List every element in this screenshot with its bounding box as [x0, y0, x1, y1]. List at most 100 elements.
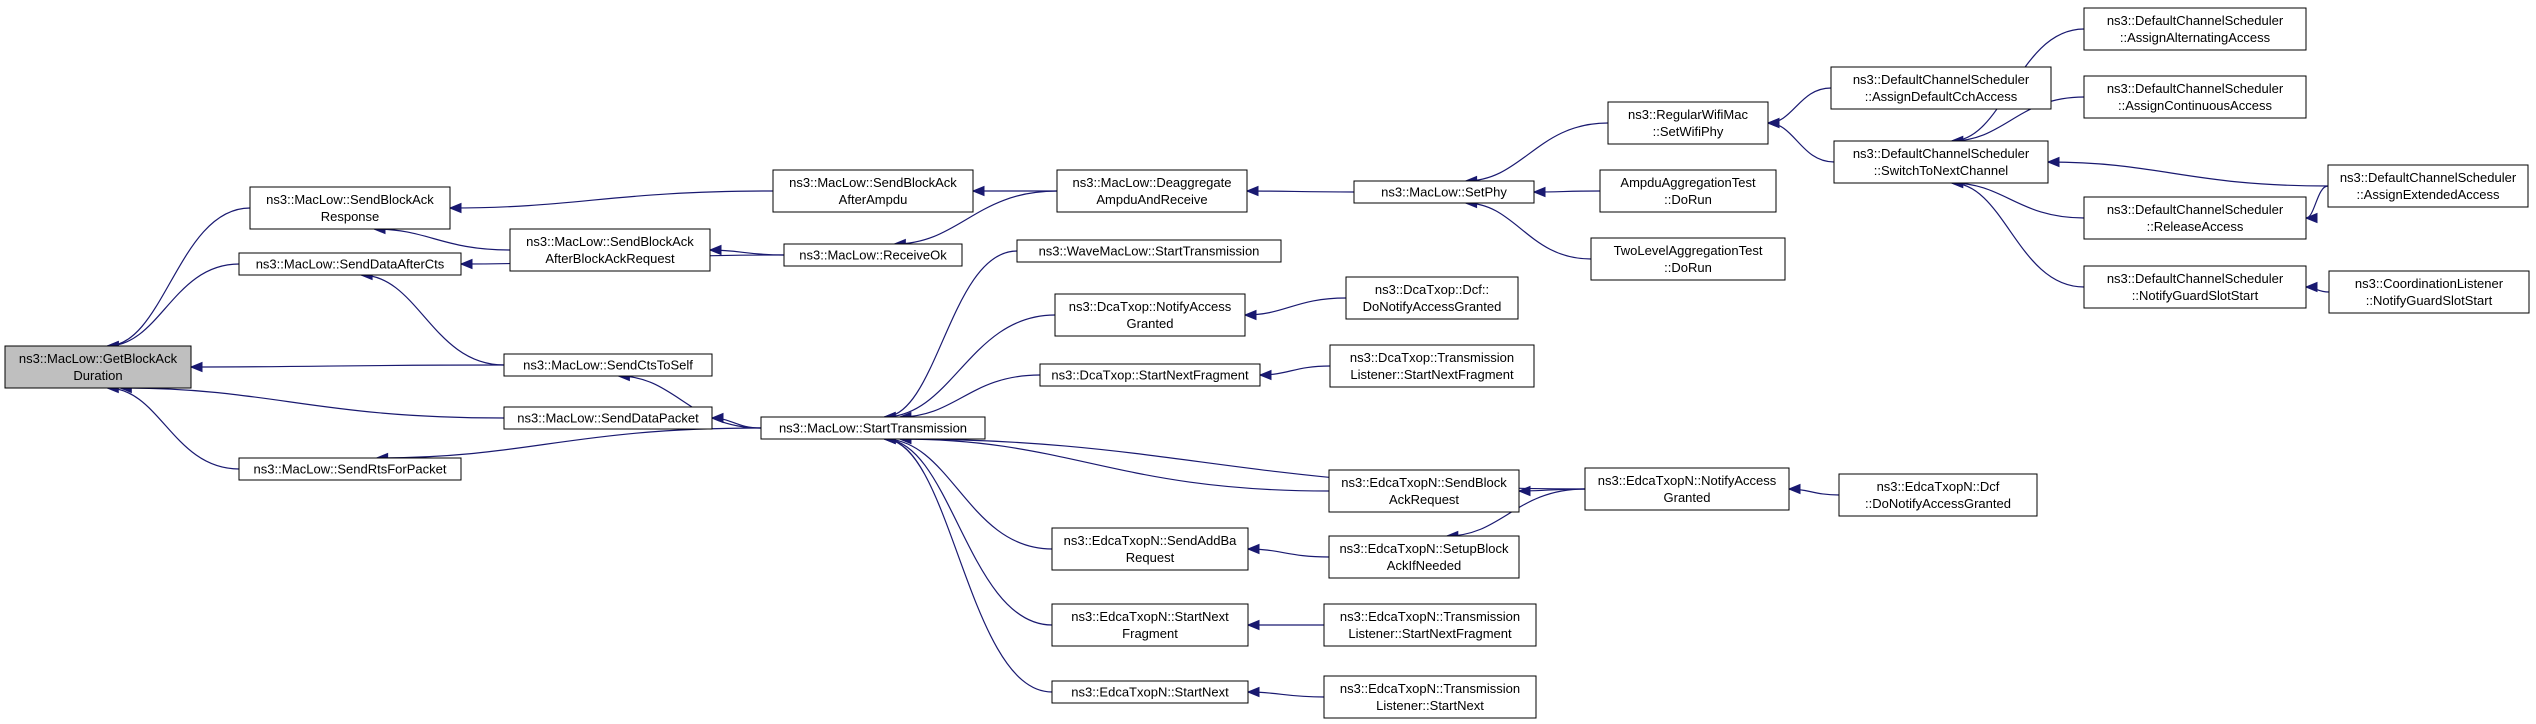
- node-box[interactable]: [1323, 603, 1537, 647]
- node-box[interactable]: [2083, 7, 2307, 51]
- edge-n15-to-n12: [1767, 87, 1832, 124]
- node-label: Granted: [1664, 490, 1711, 505]
- arrowhead-n20-to-n16: [2046, 156, 2060, 168]
- node-label: ns3::MacLow::SendBlockAck: [789, 175, 957, 190]
- node-n24[interactable]: ns3::DcaTxop::NotifyAccessGranted: [1054, 293, 1246, 337]
- node-box[interactable]: [1054, 293, 1246, 337]
- edge-n24-to-n9: [884, 314, 1056, 418]
- node-label: ::NotifyGuardSlotStart: [2366, 293, 2493, 308]
- node-box[interactable]: [4, 345, 192, 389]
- node-n19[interactable]: ns3::DefaultChannelScheduler::ReleaseAcc…: [2083, 196, 2307, 240]
- node-box[interactable]: [1329, 344, 1535, 388]
- node-n7[interactable]: ns3::MacLow::SendBlockAckAfterBlockAckRe…: [509, 228, 711, 272]
- node-label: ::SwitchToNextChannel: [1874, 163, 2009, 178]
- node-n27[interactable]: ns3::DcaTxop::TransmissionListener::Star…: [1329, 344, 1535, 388]
- node-box[interactable]: [2083, 196, 2307, 240]
- node-label: ::SetWifiPhy: [1653, 124, 1724, 139]
- node-n12[interactable]: ns3::RegularWifiMac::SetWifiPhy: [1607, 101, 1769, 145]
- node-n20[interactable]: ns3::DefaultChannelScheduler::AssignExte…: [2327, 164, 2529, 208]
- node-box[interactable]: [2083, 265, 2307, 309]
- node-label: ::DoRun: [1664, 192, 1712, 207]
- node-n5[interactable]: ns3::MacLow::SendRtsForPacket: [238, 457, 462, 481]
- node-box[interactable]: [2328, 270, 2530, 314]
- node-box[interactable]: [2327, 164, 2529, 208]
- node-n29[interactable]: ns3::EdcaTxopN::NotifyAccessGranted: [1584, 467, 1790, 511]
- node-label: Duration: [73, 368, 122, 383]
- node-box[interactable]: [1584, 467, 1790, 511]
- node-box[interactable]: [1607, 101, 1769, 145]
- node-box[interactable]: [772, 169, 974, 213]
- node-n14[interactable]: TwoLevelAggregationTest::DoRun: [1590, 237, 1786, 281]
- node-box[interactable]: [1838, 473, 2038, 517]
- node-box[interactable]: [1051, 527, 1249, 571]
- node-box[interactable]: [1039, 363, 1261, 387]
- node-box[interactable]: [1051, 680, 1249, 704]
- node-n15[interactable]: ns3::DefaultChannelScheduler::AssignDefa…: [1830, 66, 2052, 110]
- node-n11[interactable]: ns3::MacLow::SetPhy: [1353, 180, 1535, 204]
- arrowhead-n8-to-n7: [708, 244, 722, 256]
- node-n16[interactable]: ns3::DefaultChannelScheduler::SwitchToNe…: [1833, 140, 2049, 184]
- node-n4[interactable]: ns3::MacLow::SendDataPacket: [503, 406, 713, 430]
- node-n35[interactable]: ns3::EdcaTxopN::StartNext: [1051, 680, 1249, 704]
- node-n2[interactable]: ns3::MacLow::SendDataAfterCts: [238, 252, 462, 276]
- node-box[interactable]: [1353, 180, 1535, 204]
- node-n36[interactable]: ns3::EdcaTxopN::TransmissionListener::St…: [1323, 675, 1537, 719]
- arrowhead-n11-to-n10: [1245, 185, 1259, 197]
- node-box[interactable]: [1328, 469, 1520, 513]
- node-box[interactable]: [1016, 239, 1282, 263]
- node-box[interactable]: [1590, 237, 1786, 281]
- node-box[interactable]: [1328, 535, 1520, 579]
- node-label: AfterBlockAckRequest: [545, 251, 675, 266]
- node-label: ns3::DcaTxop::Dcf::: [1375, 282, 1489, 297]
- node-box[interactable]: [503, 406, 713, 430]
- node-label: ::DoRun: [1664, 260, 1712, 275]
- node-n8[interactable]: ns3::MacLow::ReceiveOk: [783, 243, 963, 267]
- node-n23[interactable]: ns3::WaveMacLow::StartTransmission: [1016, 239, 1282, 263]
- edges-layer: [105, 28, 2330, 698]
- node-n25[interactable]: ns3::DcaTxop::Dcf::DoNotifyAccessGranted: [1345, 276, 1519, 320]
- node-box[interactable]: [1051, 603, 1249, 647]
- node-box[interactable]: [760, 416, 986, 440]
- node-n33[interactable]: ns3::EdcaTxopN::StartNextFragment: [1051, 603, 1249, 647]
- node-label: ns3::MacLow::ReceiveOk: [799, 248, 947, 263]
- edge-n6-to-n1: [449, 190, 774, 209]
- node-box[interactable]: [238, 457, 462, 481]
- node-n9[interactable]: ns3::MacLow::StartTransmission: [760, 416, 986, 440]
- node-n26[interactable]: ns3::DcaTxop::StartNextFragment: [1039, 363, 1261, 387]
- node-box[interactable]: [1323, 675, 1537, 719]
- node-box[interactable]: [503, 353, 713, 377]
- node-n34[interactable]: ns3::EdcaTxopN::TransmissionListener::St…: [1323, 603, 1537, 647]
- node-box[interactable]: [1345, 276, 1519, 320]
- node-box[interactable]: [1833, 140, 2049, 184]
- node-box[interactable]: [783, 243, 963, 267]
- node-n18[interactable]: ns3::DefaultChannelScheduler::AssignCont…: [2083, 75, 2307, 119]
- node-box[interactable]: [1056, 169, 1248, 213]
- node-n13[interactable]: AmpduAggregationTest::DoRun: [1599, 169, 1777, 213]
- node-box[interactable]: [2083, 75, 2307, 119]
- node-n21[interactable]: ns3::DefaultChannelScheduler::NotifyGuar…: [2083, 265, 2307, 309]
- node-n3[interactable]: ns3::MacLow::SendCtsToSelf: [503, 353, 713, 377]
- node-label: Listener::StartNext: [1376, 698, 1484, 713]
- node-label: ::ReleaseAccess: [2147, 219, 2244, 234]
- node-label: ns3::DefaultChannelScheduler: [2107, 202, 2284, 217]
- node-box[interactable]: [249, 186, 451, 230]
- node-box[interactable]: [509, 228, 711, 272]
- node-box[interactable]: [1830, 66, 2052, 110]
- node-n22[interactable]: ns3::CoordinationListener::NotifyGuardSl…: [2328, 270, 2530, 314]
- node-box[interactable]: [1599, 169, 1777, 213]
- node-label: ns3::MacLow::SendDataPacket: [517, 411, 699, 426]
- edge-n32-to-n31: [1247, 548, 1330, 558]
- edge-n20-to-n16: [2047, 161, 2329, 187]
- node-n30[interactable]: ns3::EdcaTxopN::Dcf::DoNotifyAccessGrant…: [1838, 473, 2038, 517]
- node-label: Granted: [1127, 316, 1174, 331]
- node-box[interactable]: [238, 252, 462, 276]
- node-n17[interactable]: ns3::DefaultChannelScheduler::AssignAlte…: [2083, 7, 2307, 51]
- edge-n3-to-n0: [190, 364, 505, 368]
